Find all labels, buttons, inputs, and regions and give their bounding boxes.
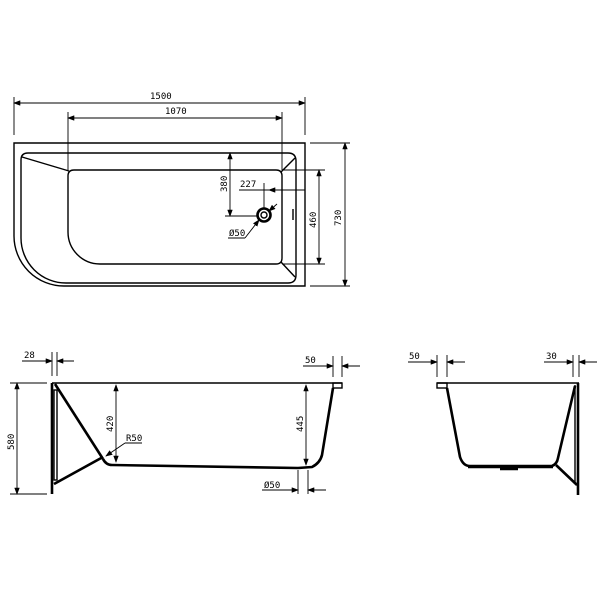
end-slope bbox=[53, 383, 105, 460]
outer-outline bbox=[13, 142, 306, 287]
basin-outline bbox=[67, 169, 283, 265]
dim-rim-width: 50 bbox=[409, 352, 420, 362]
dim-overall-length: 1500 bbox=[150, 92, 172, 102]
support-strut bbox=[53, 455, 104, 486]
dim-drain-diameter: Ø50 bbox=[264, 480, 280, 491]
dim-panel-thickness: 30 bbox=[546, 352, 557, 362]
dim-depth-left: 420 bbox=[106, 416, 116, 432]
dim-panel-thickness: 28 bbox=[24, 351, 35, 361]
panel-frame bbox=[53, 389, 58, 481]
side-view: 28 50 580 420 445 R50 Ø50 bbox=[7, 351, 360, 495]
rim-lip bbox=[332, 382, 343, 389]
dim-corner-radius: R50 bbox=[126, 434, 142, 444]
dim-depth-right: 445 bbox=[296, 416, 306, 432]
rim-lip bbox=[436, 382, 448, 389]
rim-slope-line bbox=[21, 156, 70, 172]
tub-floor-wall bbox=[101, 387, 335, 470]
rim-outline bbox=[20, 152, 297, 284]
dim-drain-diameter: Ø50 bbox=[229, 228, 245, 239]
dim-inner-width: 460 bbox=[309, 212, 319, 228]
top-view: 1500 1070 730 460 380 227 Ø50 bbox=[13, 92, 350, 287]
dim-overall-height: 580 bbox=[7, 434, 17, 450]
rim-corner-line bbox=[280, 261, 296, 278]
dim-drain-depth: 380 bbox=[220, 176, 230, 192]
end-view: 50 30 bbox=[408, 352, 597, 495]
dim-drain-end: 227 bbox=[240, 180, 256, 190]
tub-profile bbox=[445, 385, 577, 468]
support-strut bbox=[555, 464, 578, 486]
dim-overall-width: 730 bbox=[334, 210, 344, 226]
dim-rim-width: 50 bbox=[305, 356, 316, 366]
dim-inner-length: 1070 bbox=[165, 107, 187, 117]
drain-icon bbox=[256, 207, 272, 223]
